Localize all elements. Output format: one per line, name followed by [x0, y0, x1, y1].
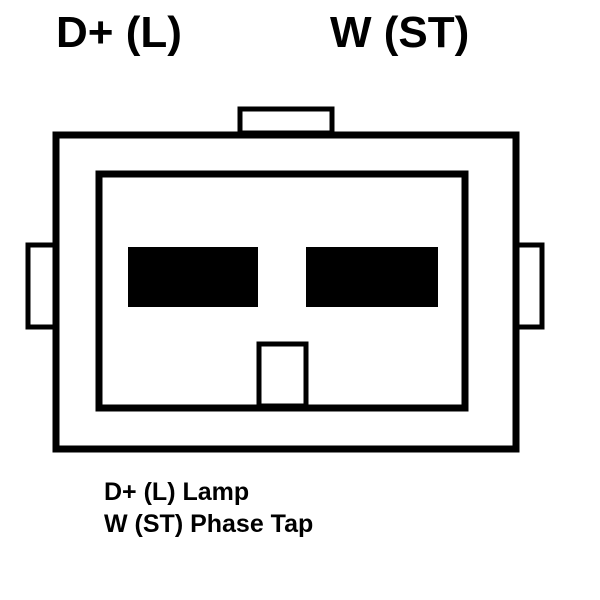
key-notch [256, 341, 309, 409]
terminal-label-right: W (ST) [330, 8, 470, 57]
legend-line-2: W (ST) Phase Tap [104, 510, 314, 538]
left-tab [25, 242, 59, 330]
terminal-label-left: D+ (L) [56, 8, 182, 57]
top-tab [237, 106, 335, 136]
terminal-pin-right [306, 247, 438, 307]
terminal-pin-left [128, 247, 258, 307]
legend-line-1: D+ (L) Lamp [104, 478, 250, 506]
right-tab [513, 242, 545, 330]
